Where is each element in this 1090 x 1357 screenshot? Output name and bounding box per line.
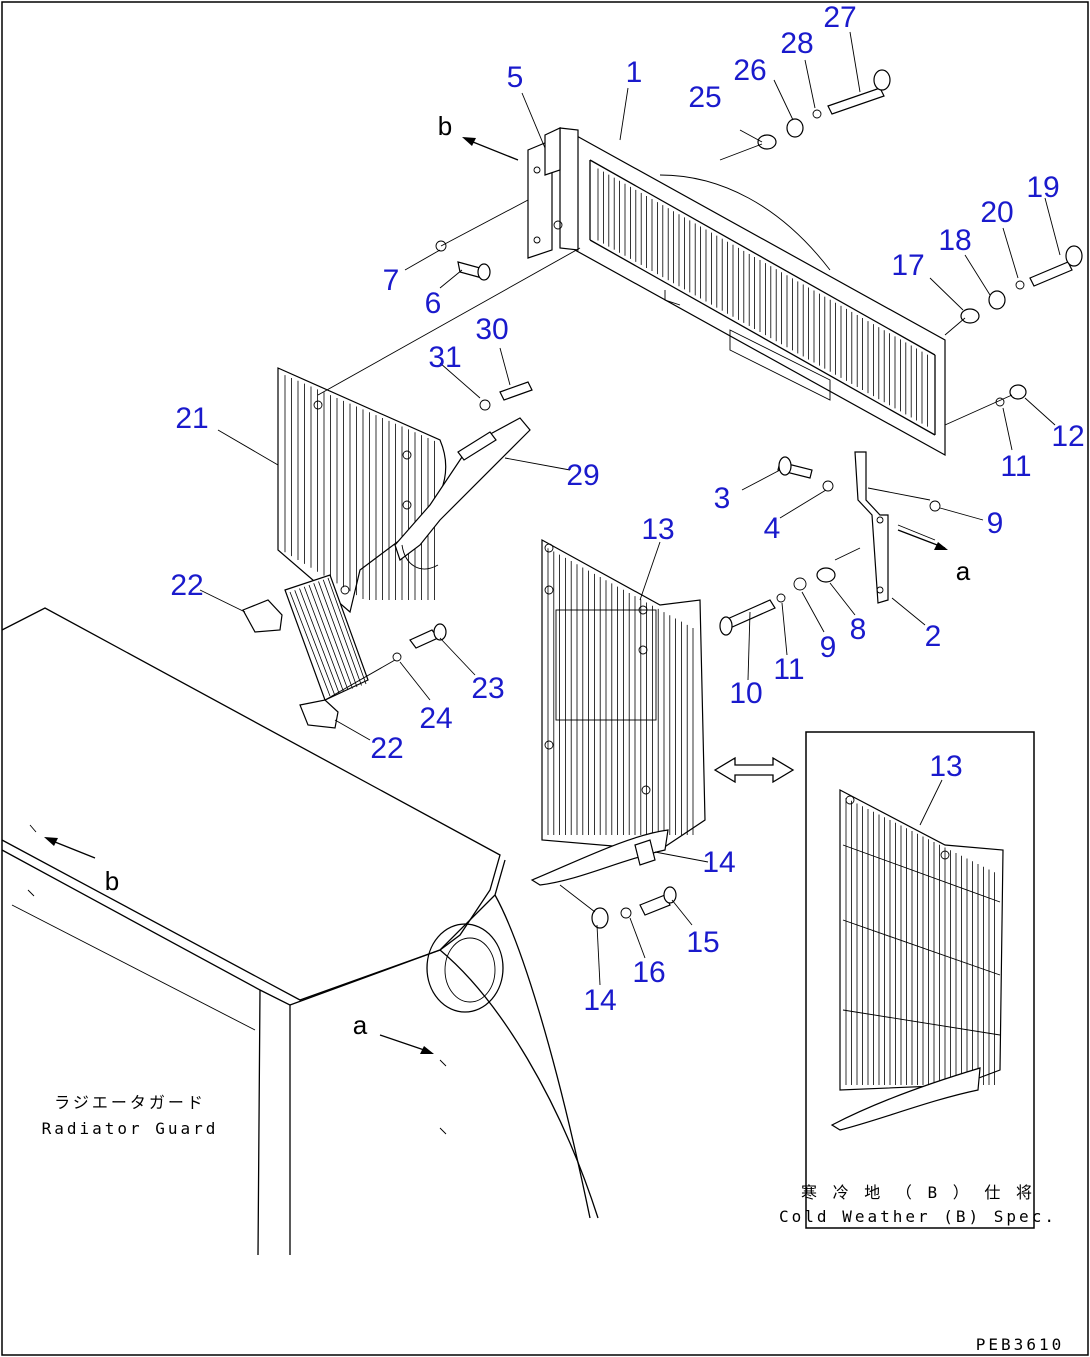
callout-10: 10: [729, 677, 762, 710]
grille-slat: [289, 591, 331, 697]
grille-slat: [327, 577, 367, 685]
callout-14a: 14: [702, 846, 735, 879]
callout-28: 28: [780, 27, 813, 60]
callout-14b: 14: [583, 984, 616, 1017]
callout-19: 19: [1026, 171, 1059, 204]
support-bracket-29: [394, 381, 533, 570]
callout-30: 30: [475, 313, 508, 346]
top-guard-panel: [559, 127, 946, 457]
callout-23: 23: [471, 672, 504, 705]
lower-flap-and-clips: [242, 574, 447, 729]
center-guard-panel: [530, 538, 706, 929]
callout-24: 24: [419, 702, 452, 735]
callout-31: 31: [428, 341, 461, 374]
grille-slat: [299, 588, 340, 694]
callout-1: 1: [626, 56, 643, 89]
grille-slat: [313, 583, 353, 689]
view-arrows: [44, 137, 948, 1054]
caption-japanese: ラジエータガード: [54, 1093, 206, 1112]
callout-11b: 11: [773, 653, 804, 686]
upper-fasteners: [719, 69, 1083, 426]
callout-9b: 9: [820, 631, 837, 664]
callout-3: 3: [714, 482, 731, 515]
callout-26: 26: [733, 54, 766, 87]
callout-21: 21: [175, 402, 208, 435]
callout-4: 4: [764, 512, 781, 545]
view-letters: b a b a: [105, 111, 971, 1040]
callout-17: 17: [891, 249, 924, 282]
callout-13b: 13: [929, 750, 962, 783]
view-letter-a-body: a: [353, 1010, 368, 1040]
callout-9a: 9: [987, 507, 1004, 540]
leader-lines: [199, 31, 1061, 986]
cold-weather-inset: [805, 731, 1035, 1229]
callout-29: 29: [566, 459, 599, 492]
caption-english: Radiator Guard: [42, 1119, 219, 1138]
grille-slat: [318, 581, 358, 688]
inset-caption-english: Cold Weather (B) Spec.: [779, 1207, 1057, 1226]
callout-5: 5: [507, 61, 524, 94]
bracket-5: [527, 127, 563, 259]
inset-frame: [805, 731, 1035, 1229]
callout-6: 6: [425, 287, 442, 320]
callout-11a: 11: [1000, 450, 1031, 483]
callout-12: 12: [1051, 420, 1084, 453]
callout-22b: 22: [370, 732, 403, 765]
callout-27: 27: [823, 1, 856, 34]
callout-19b: 20: [980, 196, 1013, 229]
view-letter-b-top: b: [438, 111, 452, 141]
callout-25: 25: [688, 81, 721, 114]
callout-numbers: 1 2 3 4 5 6 7 8 9 9 10 11 11 12 13 13 14…: [170, 1, 1084, 1017]
grille-slat: [294, 590, 335, 695]
inset-caption-japanese: 寒 冷 地 （ B ） 仕 将: [801, 1183, 1035, 1202]
captions: ラジエータガード Radiator Guard 寒 冷 地 （ B ） 仕 将 …: [42, 1093, 1064, 1354]
grille-slat: [308, 584, 349, 691]
view-letter-b-body: b: [105, 866, 119, 896]
bracket-2-and-fasteners: [719, 451, 941, 636]
callout-13a: 13: [641, 513, 674, 546]
callout-7: 7: [383, 264, 400, 297]
callout-2: 2: [925, 620, 942, 653]
fasteners-6-7: [435, 199, 529, 281]
view-letter-a-right: a: [956, 556, 971, 586]
callout-8: 8: [850, 613, 867, 646]
grille-slat: [303, 586, 344, 692]
drawing-code: PEB3610: [976, 1335, 1064, 1354]
callout-18: 18: [938, 224, 971, 257]
double-arrow: [713, 756, 795, 784]
callout-15: 15: [686, 926, 719, 959]
grille-slat: [322, 579, 362, 686]
callout-16: 16: [632, 956, 665, 989]
machine-body: [1, 607, 599, 1256]
callout-22a: 22: [170, 569, 203, 602]
